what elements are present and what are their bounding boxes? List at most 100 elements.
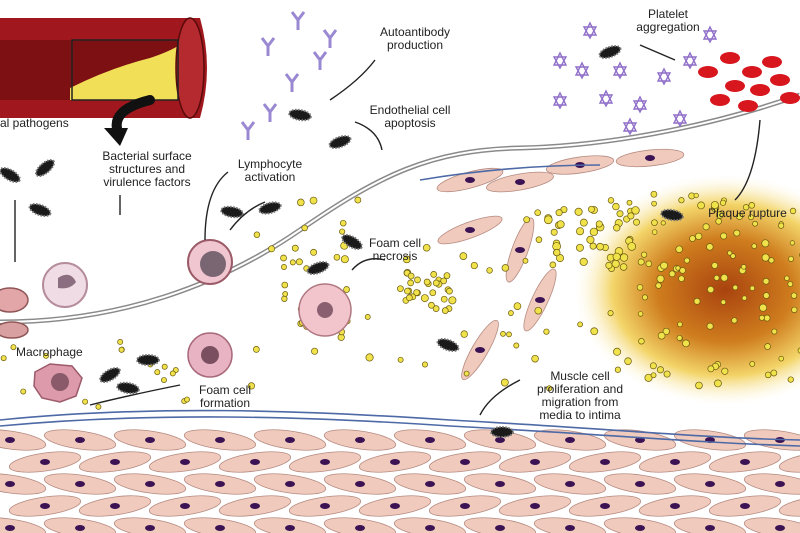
lipid-particle [407,272,415,280]
lipid-particle [624,357,632,365]
lipid-particle [422,243,431,252]
label-plaque-rupture: Plaque rupture [708,206,787,220]
lipid-particle [555,209,563,217]
lipid-particle [169,370,176,377]
cell-nucleus [565,481,575,487]
lipid-particle [20,388,27,395]
lipid-particle [678,197,685,204]
activated-platelet [552,51,568,70]
lipid-particle [749,285,756,291]
lipid-particle [546,385,553,392]
process-arrow [204,171,229,241]
lipid-particle [513,302,522,311]
lipid-particle [761,253,770,262]
antibody [240,121,256,140]
cell-nucleus [670,459,680,465]
cell-nucleus [180,459,190,465]
lipid-particle [619,263,628,271]
lipid-particle [310,248,318,256]
lipid-particle [682,339,690,348]
lipid-particle [413,289,420,296]
activated-platelet [598,89,614,108]
process-arrows [14,44,761,416]
lipid-particle [627,242,637,251]
bacterium [0,167,21,183]
lipid-particle [579,257,588,266]
lipid-particle [789,207,797,215]
lipid-particle [662,327,670,336]
lipid-particle [421,361,428,368]
lipid-particle [612,202,620,211]
lipid-particle [741,295,748,301]
lipid-particle [423,278,431,286]
lipid-particle [311,347,319,355]
lipid-particle [463,370,470,377]
lipid-particle [771,328,778,335]
lipid-particle [446,287,453,295]
endothelium-membrane [0,92,800,325]
lipid-particle [553,248,561,257]
lipid-particle [590,327,599,336]
lipid-particle [719,199,727,206]
lipid-particle [751,243,758,249]
cell-nucleus [355,481,365,487]
lipid-particle [713,274,720,281]
lipid-particle [706,243,714,251]
lipid-particle [549,261,557,269]
lipid-particle [281,295,288,302]
lipid-particle [513,342,520,349]
cell-nucleus [705,525,715,531]
cell-nucleus [740,459,750,465]
lipid-particle [637,311,644,317]
lipid-particle [651,229,658,235]
lipid-particle [407,279,414,287]
lipid-particle [154,369,161,376]
lipid-particle [268,245,276,253]
lipid-particle [626,199,633,206]
process-arrow [639,44,676,61]
lipid-particle [778,222,785,229]
label-pathogens: al pathogens [0,116,69,130]
lipid-particle [788,255,794,262]
cell-nucleus [40,459,50,465]
lipid-particle [693,192,699,199]
cell-nucleus [425,481,435,487]
platelets [552,21,800,136]
platelet [710,94,730,106]
lipid-particle [161,363,168,370]
lipid-particle [787,376,794,383]
lipid-particle [247,382,256,390]
activated-platelet [702,25,718,44]
lipid-particle [297,198,305,207]
lipid-particle [607,310,614,317]
process-arrow [479,379,521,416]
lipid-particle [589,227,599,237]
activated-platelet [672,109,688,128]
internal-elastic-fibres [0,164,800,447]
lipid-particle [544,215,553,225]
lipid-particle [397,285,404,293]
vessel-illustration [0,17,207,119]
lipid-particle [731,317,738,324]
lipid-particle [470,261,478,270]
lipid-particle [778,355,784,362]
lipid-particle [406,294,413,302]
smooth-muscle-cell [778,451,800,473]
platelet [720,52,740,64]
lipid-particle [432,305,440,312]
cell-nucleus [75,437,85,443]
antibody [260,37,276,56]
label-muscle-cell-migration: Muscle cell proliferation and migration … [536,369,624,422]
lipid-particle [534,209,542,216]
lipid-particle [714,379,722,388]
lipid-particle [651,219,658,226]
cell-nucleus [465,177,475,183]
lipid-particle [404,287,411,295]
cell-nucleus [250,503,260,509]
label-macrophage: Macrophage [16,345,83,359]
lipid-particle [695,232,703,240]
label-bacterial-surface: Bacterial surface structures and virulen… [102,149,192,189]
lipid-particle [339,228,346,235]
lipid-particle [414,276,421,284]
